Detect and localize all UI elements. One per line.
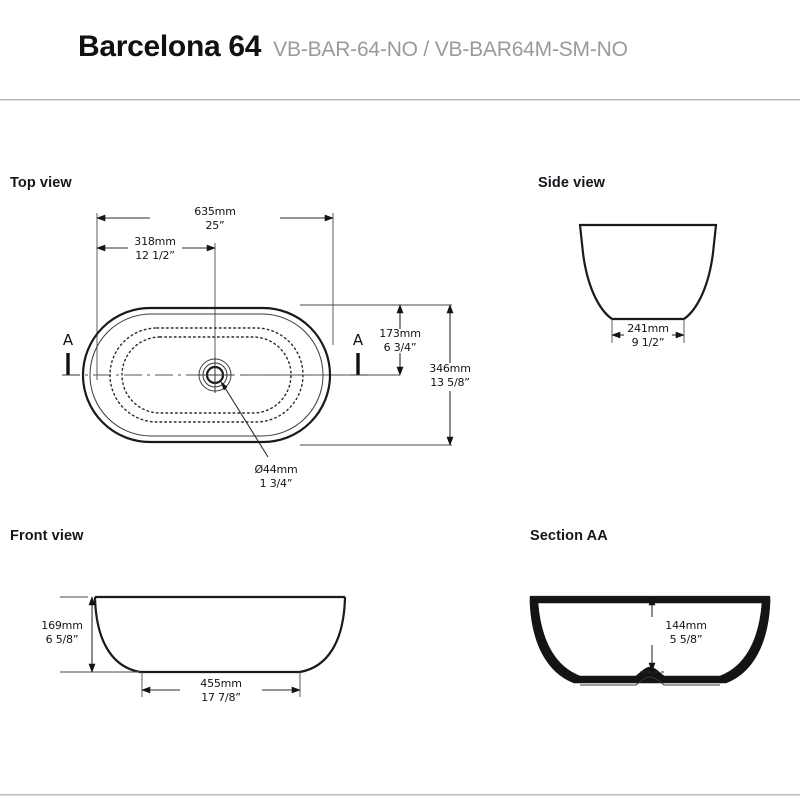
drain-leader-arrow bbox=[220, 381, 228, 391]
dim-drain-diameter-inch: 1 3/4” bbox=[260, 477, 293, 490]
drain-callout: Ø44mm 1 3/4” bbox=[220, 381, 298, 490]
dim-overall-width-mm: 346mm bbox=[429, 362, 470, 375]
top-view-drawing: 635mm 25” 318mm 12 1/2” 173mm 6 3/4” bbox=[62, 205, 471, 490]
product-sku: VB-BAR-64-NO / VB-BAR64M-SM-NO bbox=[273, 38, 628, 61]
section-marker-right-label: A bbox=[353, 331, 364, 349]
view-label-top: Top view bbox=[10, 175, 72, 191]
dim-drain-offset-mm: 318mm bbox=[134, 235, 175, 248]
dimension-overall-length: 635mm 25” bbox=[96, 205, 334, 232]
side-bowl-profile bbox=[578, 223, 718, 321]
page-title: Barcelona 64 bbox=[78, 30, 262, 63]
dimension-front-height: 169mm 6 5/8” bbox=[41, 596, 96, 673]
drain-assembly bbox=[197, 357, 233, 393]
view-label-section: Section AA bbox=[530, 528, 608, 544]
section-marker-left-label: A bbox=[63, 331, 74, 349]
dim-center-to-edge-inch: 6 3/4” bbox=[384, 341, 417, 354]
dim-center-to-edge-mm: 173mm bbox=[379, 327, 420, 340]
dim-drain-diameter-mm: Ø44mm bbox=[254, 463, 297, 476]
front-bowl-profile bbox=[93, 596, 347, 674]
section-marker-right: A bbox=[350, 331, 368, 376]
dim-overall-length-inch: 25” bbox=[205, 219, 224, 232]
dim-overall-length-mm: 635mm bbox=[194, 205, 235, 218]
dim-section-depth-inch: 5 5/8” bbox=[670, 633, 703, 646]
dim-front-height-mm: 169mm bbox=[41, 619, 82, 632]
dimension-side-base-width: 241mm 9 1/2” bbox=[611, 322, 685, 349]
section-wall-solid bbox=[529, 596, 771, 684]
dim-side-base-width-mm: 241mm bbox=[627, 322, 668, 335]
basin-bowl-contour-inner bbox=[121, 336, 292, 414]
view-label-front: Front view bbox=[10, 528, 84, 544]
dim-front-base-width-inch: 17 7/8” bbox=[201, 691, 241, 704]
basin-inner-outline bbox=[89, 313, 324, 437]
basin-bowl-contour-outer bbox=[109, 327, 304, 423]
front-view-drawing: 169mm 6 5/8” 455mm 17 7/8” bbox=[41, 595, 347, 704]
title-row: Barcelona 64 VB-BAR-64-NO / VB-BAR64M-SM… bbox=[78, 30, 628, 64]
section-marker-left: A bbox=[62, 331, 80, 376]
view-label-side: Side view bbox=[538, 175, 605, 191]
side-view-drawing: 241mm 9 1/2” bbox=[578, 223, 718, 349]
dimension-section-depth: 144mm 5 5/8” bbox=[640, 596, 707, 673]
dim-drain-offset-inch: 12 1/2” bbox=[135, 249, 175, 262]
dim-overall-width-inch: 13 5/8” bbox=[430, 376, 470, 389]
header-divider bbox=[0, 99, 800, 101]
dimension-front-base-width: 455mm 17 7/8” bbox=[141, 677, 301, 704]
dim-front-base-width-mm: 455mm bbox=[200, 677, 241, 690]
page-header: Barcelona 64 VB-BAR-64-NO / VB-BAR64M-SM… bbox=[0, 0, 800, 100]
dim-side-base-width-inch: 9 1/2” bbox=[632, 336, 665, 349]
footer-divider bbox=[0, 794, 800, 796]
dimension-drain-offset: 318mm 12 1/2” bbox=[96, 235, 216, 262]
dim-section-depth-mm: 144mm bbox=[665, 619, 706, 632]
section-base-outline bbox=[580, 676, 720, 686]
dim-front-height-inch: 6 5/8” bbox=[46, 633, 79, 646]
dimension-overall-width: 346mm 13 5/8” bbox=[429, 304, 471, 446]
drain-leader-line bbox=[221, 382, 269, 458]
basin-outer-outline bbox=[81, 306, 332, 444]
section-aa-drawing: 144mm 5 5/8” bbox=[529, 595, 771, 686]
dimension-center-to-edge: 173mm 6 3/4” bbox=[379, 304, 421, 376]
